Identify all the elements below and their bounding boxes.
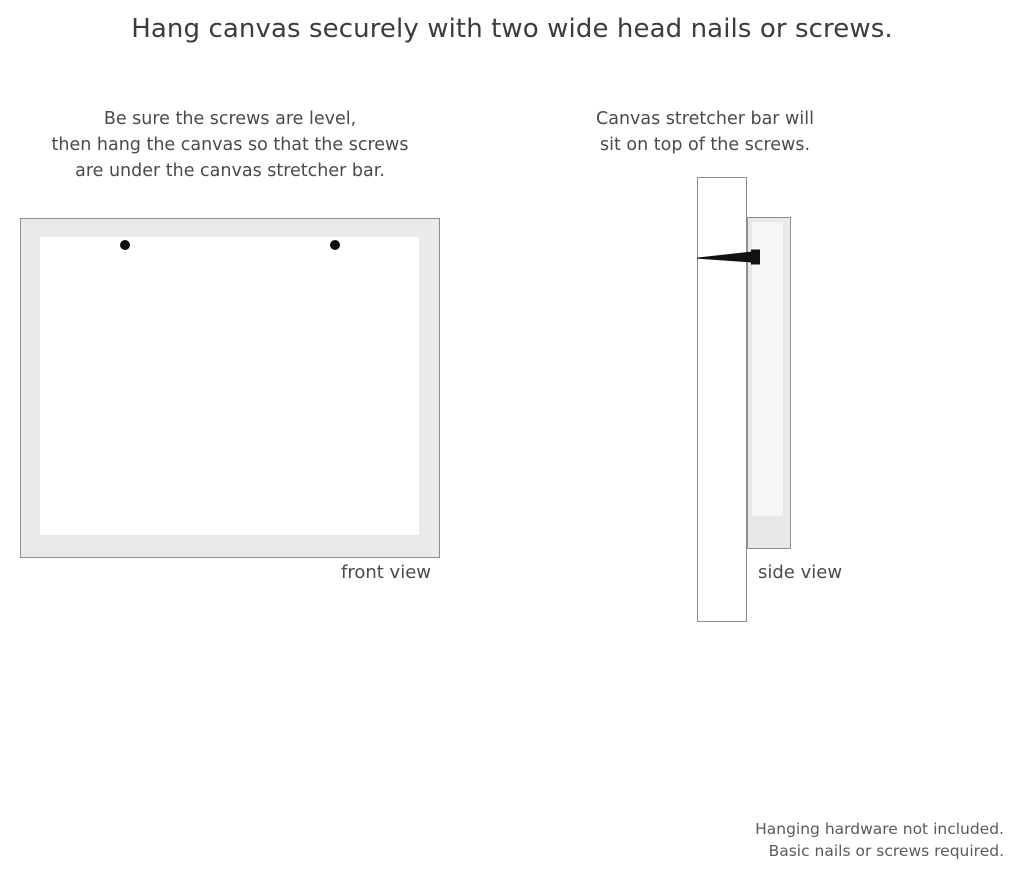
caption-line: are under the canvas stretcher bar. [75,161,385,181]
footer-note: Hanging hardware not included. Basic nai… [755,818,1004,862]
canvas-edge-block [747,217,791,549]
caption-line: sit on top of the screws. [599,135,811,155]
screw-head-icon-right [330,240,340,250]
front-view-diagram [20,218,440,558]
page-title: Hang canvas securely with two wide head … [131,14,893,44]
front-view-label: front view [341,562,431,583]
side-view-caption: Canvas stretcher bar will sit on top of … [580,106,830,158]
caption-line: Be sure the screws are level, [103,109,357,129]
caption-line: then hang the canvas so that the screws [51,135,409,155]
nail-icon [697,249,760,265]
side-view-diagram [697,177,792,623]
side-view-label: side view [758,562,843,583]
stretcher-bar-profile [697,177,747,622]
caption-line: Canvas stretcher bar will [596,109,814,129]
footer-line: Hanging hardware not included. [755,820,1004,838]
screw-head-icon-left [120,240,130,250]
footer-line: Basic nails or screws required. [768,842,1004,860]
canvas-face-area [40,237,419,535]
canvas-edge-inner [752,222,783,516]
front-view-caption: Be sure the screws are level, then hang … [20,106,440,184]
